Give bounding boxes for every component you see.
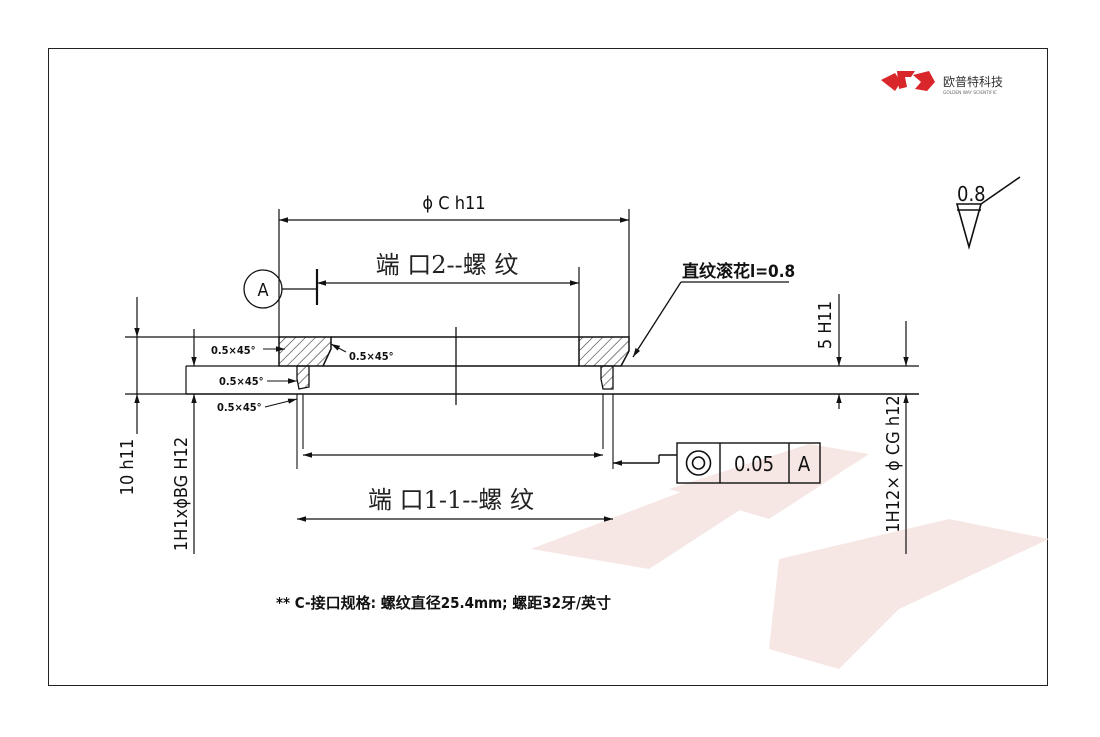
logo-name-cn: 欧普特科技 [943,74,1003,89]
chamfer-leaders [263,343,347,408]
roughness-value: 0.8 [957,182,986,206]
port2-thread-label: 端 口2--螺 纹 [376,251,519,279]
port2-thread-dimension [315,267,580,337]
technical-drawing: 欧普特科技 GOLDEN WAY SCIENTIFIC 0.8 ϕ C h11 … [117,71,1049,669]
chamfer-middle-left: 0.5×45° [219,375,264,388]
bore-bg-label: 1H1xϕBG H12 [171,437,192,551]
knurl-leader [632,281,789,358]
bore-bg-dimension [185,329,197,554]
concentricity-icon [685,450,712,476]
bore-cg-label: 1H12× ϕ CG h12 [883,395,904,533]
height-5-label: 5 H11 [815,301,836,349]
height-10-dimension [125,297,279,434]
port1-thread-label: 端 口1-1--螺 纹 [368,486,534,514]
height-10-label: 10 h11 [117,439,138,496]
feature-control-frame [613,442,821,484]
part-section [186,327,919,469]
datum-a-symbol [243,269,317,309]
fcf-datum-ref: A [798,452,811,476]
chamfer-top-center: 0.5×45° [349,350,394,363]
chamfer-top-left: 0.5×45° [211,344,256,357]
logo-name-en: GOLDEN WAY SCIENTIFIC [943,90,997,96]
outer-diameter-dimension [278,209,630,337]
drawing-sheet: 欧普特科技 GOLDEN WAY SCIENTIFIC 0.8 ϕ C h11 … [48,48,1049,686]
spec-footnote: ** C-接口规格: 螺纹直径25.4mm; 螺距32牙/英寸 [276,594,611,612]
outer-diameter-label: ϕ C h11 [422,193,485,214]
company-logo: 欧普特科技 GOLDEN WAY SCIENTIFIC [881,71,1003,96]
chamfer-bottom-left: 0.5×45° [217,401,262,414]
logo-mark-icon [881,71,935,91]
fcf-tolerance: 0.05 [734,452,774,476]
knurl-note: 直纹滚花l=0.8 [682,261,795,282]
surface-roughness-symbol [955,176,1021,250]
datum-a-label: A [257,280,268,301]
watermark-logo [531,444,1049,669]
